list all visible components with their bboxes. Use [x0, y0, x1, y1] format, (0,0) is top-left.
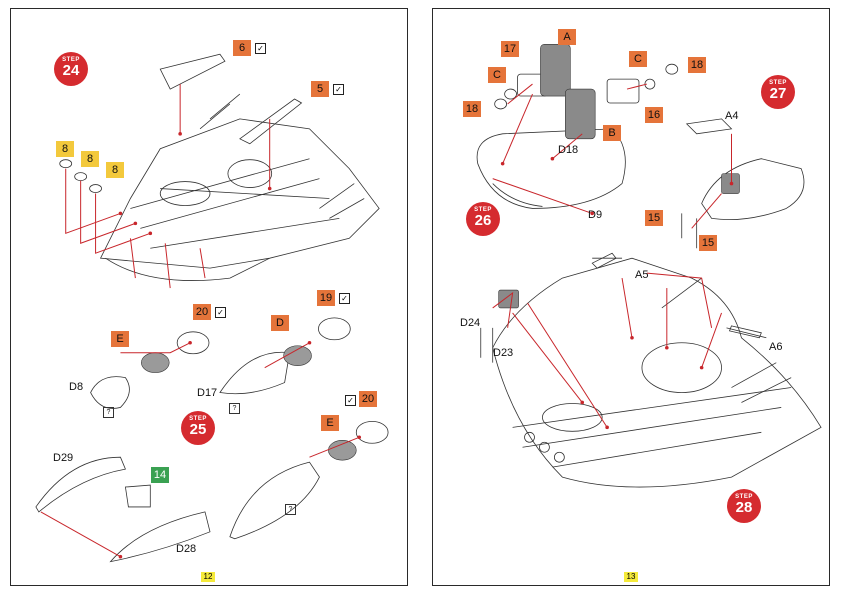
- instruction-page-right: STEP 26 STEP 27 STEP 28 A 17 C 18 C 18 B…: [432, 8, 830, 586]
- part-label-D23: D23: [493, 347, 514, 359]
- part-tag-17: 17: [501, 41, 519, 57]
- part-label-D8: D8: [69, 381, 84, 393]
- part-label-D24: D24: [460, 317, 481, 329]
- part-tag-18: 18: [463, 101, 481, 117]
- unknown-mark: ?: [103, 407, 114, 418]
- part-tag-5: 5: [311, 81, 329, 97]
- part-tag-B: B: [603, 125, 621, 141]
- step-26-28-illustration: [476, 43, 822, 488]
- step-prefix: STEP: [474, 207, 492, 213]
- page-number: 13: [624, 572, 638, 582]
- part-tag-C: C: [488, 67, 506, 83]
- check-box: ✓: [345, 395, 356, 406]
- check-box: ✓: [255, 43, 266, 54]
- instruction-page-left: STEP 24 STEP 25 6 ✓ 5 ✓ 8 8 8 20 ✓ E D 1…: [10, 8, 408, 586]
- part-tag-C: C: [629, 51, 647, 67]
- step-number: 24: [62, 62, 80, 79]
- part-tag-8: 8: [56, 141, 74, 157]
- part-label-A4: A4: [725, 110, 739, 122]
- step-26-badge: STEP 26: [466, 202, 500, 236]
- step-prefix: STEP: [769, 80, 787, 86]
- part-tag-15: 15: [645, 210, 663, 226]
- part-tag-15: 15: [699, 235, 717, 251]
- part-tag-8: 8: [81, 151, 99, 167]
- step-prefix: STEP: [189, 416, 207, 422]
- part-tag-8: 8: [106, 162, 124, 178]
- part-tag-20: 20: [193, 304, 211, 320]
- page-number: 12: [201, 572, 215, 582]
- step-25-badge: STEP 25: [181, 411, 215, 445]
- step-24-badge: STEP 24: [54, 52, 88, 86]
- step-number: 26: [474, 212, 492, 229]
- part-tag-E: E: [111, 331, 129, 347]
- unknown-mark: ?: [229, 403, 240, 414]
- check-box: ✓: [339, 293, 350, 304]
- part-label-D9: D9: [588, 209, 603, 221]
- step-28-badge: STEP 28: [727, 489, 761, 523]
- part-label-D17: D17: [197, 387, 218, 399]
- step-27-badge: STEP 27: [761, 75, 795, 109]
- part-label-A5: A5: [635, 269, 649, 281]
- step-prefix: STEP: [735, 494, 753, 500]
- part-tag-19: 19: [317, 290, 335, 306]
- part-tag-16: 16: [645, 107, 663, 123]
- step-number: 27: [769, 85, 787, 102]
- part-tag-14: 14: [151, 467, 169, 483]
- part-tag-20: 20: [359, 391, 377, 407]
- part-label-D28: D28: [176, 543, 197, 555]
- part-label-A6: A6: [769, 341, 783, 353]
- part-tag-6: 6: [233, 40, 251, 56]
- part-tag-D: D: [271, 315, 289, 331]
- part-tag-18: 18: [688, 57, 706, 73]
- part-tag-E: E: [321, 415, 339, 431]
- check-box: ✓: [333, 84, 344, 95]
- part-tag-A: A: [558, 29, 576, 45]
- part-label-D29: D29: [53, 452, 74, 464]
- step-number: 25: [189, 421, 207, 438]
- unknown-mark: ?: [285, 504, 296, 515]
- step-prefix: STEP: [62, 57, 80, 63]
- step-24-25-illustration: [35, 53, 389, 563]
- part-label-D18: D18: [558, 144, 579, 156]
- step-number: 28: [735, 499, 753, 516]
- check-box: ✓: [215, 307, 226, 318]
